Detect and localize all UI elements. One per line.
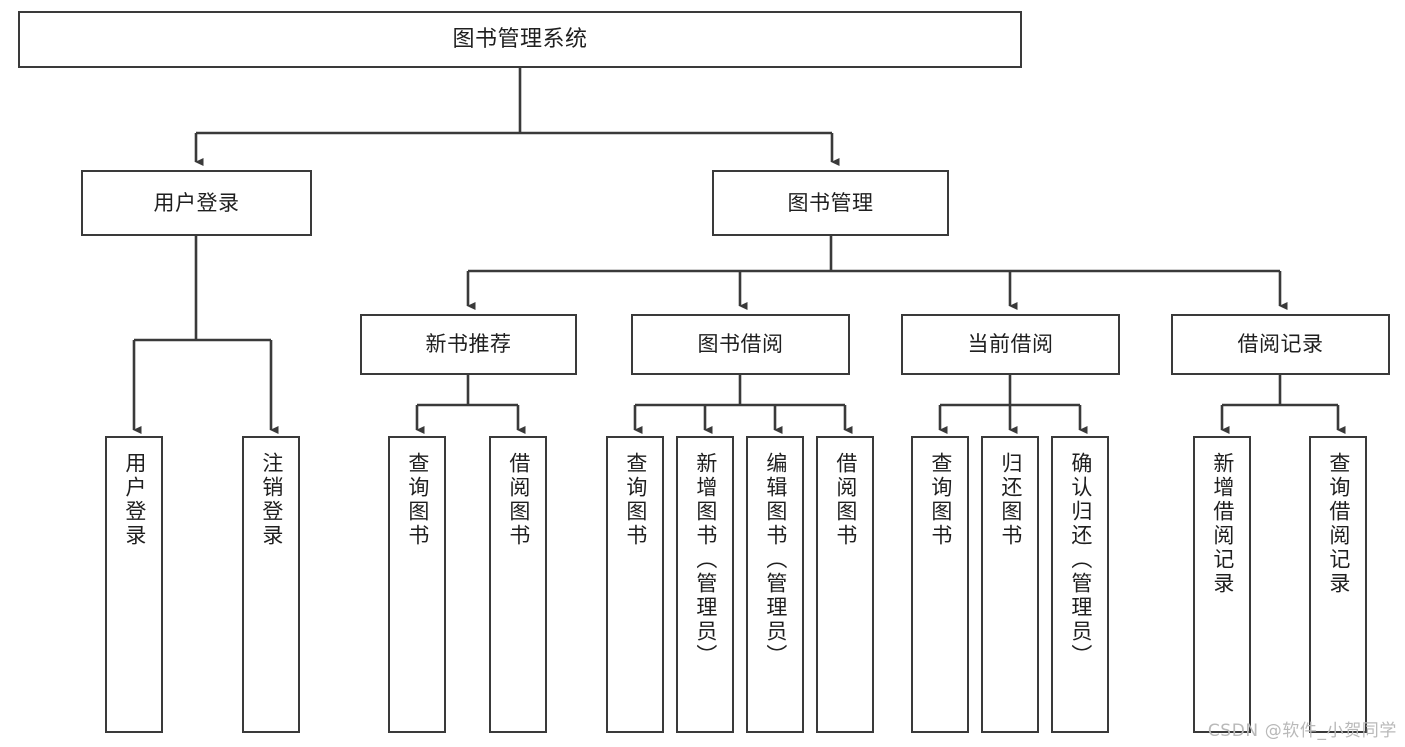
- node-leaf-borrow-book-2-label: 借阅图书: [833, 452, 858, 548]
- node-leaf-edit-book-label: 编辑图书（管理员）: [763, 452, 788, 668]
- node-leaf-user-login-label: 用户登录: [122, 452, 147, 548]
- node-leaf-query-record[interactable]: 查询借阅记录: [1309, 436, 1367, 733]
- node-leaf-return-book[interactable]: 归还图书: [981, 436, 1039, 733]
- node-book-manage-label: 图书管理: [787, 190, 874, 215]
- node-leaf-query-book-2-label: 查询图书: [623, 452, 648, 548]
- node-current-borrow-label: 当前借阅: [967, 332, 1054, 357]
- node-leaf-edit-book[interactable]: 编辑图书（管理员）: [746, 436, 804, 733]
- node-root-label: 图书管理系统: [452, 26, 588, 52]
- node-new-book-rec-label: 新书推荐: [425, 332, 512, 357]
- node-leaf-borrow-book-2[interactable]: 借阅图书: [816, 436, 874, 733]
- node-root[interactable]: 图书管理系统: [18, 11, 1022, 68]
- node-leaf-borrow-book-1-label: 借阅图书: [506, 452, 531, 548]
- node-book-borrow[interactable]: 图书借阅: [631, 314, 850, 375]
- node-leaf-query-book-1[interactable]: 查询图书: [388, 436, 446, 733]
- node-leaf-query-book-2[interactable]: 查询图书: [606, 436, 664, 733]
- node-leaf-logout[interactable]: 注销登录: [242, 436, 300, 733]
- node-leaf-query-record-label: 查询借阅记录: [1326, 452, 1351, 596]
- node-borrow-record-label: 借阅记录: [1237, 332, 1324, 357]
- node-leaf-query-book-3-label: 查询图书: [928, 452, 953, 548]
- node-new-book-rec[interactable]: 新书推荐: [360, 314, 577, 375]
- node-leaf-user-login[interactable]: 用户登录: [105, 436, 163, 733]
- node-current-borrow[interactable]: 当前借阅: [901, 314, 1120, 375]
- node-book-borrow-label: 图书借阅: [697, 332, 784, 357]
- node-leaf-logout-label: 注销登录: [259, 452, 284, 548]
- node-leaf-query-book-3[interactable]: 查询图书: [911, 436, 969, 733]
- node-borrow-record[interactable]: 借阅记录: [1171, 314, 1390, 375]
- node-leaf-confirm-return-label: 确认归还（管理员）: [1068, 452, 1093, 668]
- node-leaf-add-record-label: 新增借阅记录: [1210, 452, 1235, 596]
- node-leaf-return-book-label: 归还图书: [998, 452, 1023, 548]
- node-leaf-add-book[interactable]: 新增图书（管理员）: [676, 436, 734, 733]
- watermark-text: CSDN @软件_小贺同学: [1207, 721, 1397, 741]
- node-leaf-query-book-1-label: 查询图书: [405, 452, 430, 548]
- node-leaf-add-record[interactable]: 新增借阅记录: [1193, 436, 1251, 733]
- node-leaf-borrow-book-1[interactable]: 借阅图书: [489, 436, 547, 733]
- node-user-login[interactable]: 用户登录: [81, 170, 312, 236]
- node-leaf-confirm-return[interactable]: 确认归还（管理员）: [1051, 436, 1109, 733]
- node-user-login-label: 用户登录: [153, 190, 240, 215]
- node-book-manage[interactable]: 图书管理: [712, 170, 949, 236]
- node-leaf-add-book-label: 新增图书（管理员）: [693, 452, 718, 668]
